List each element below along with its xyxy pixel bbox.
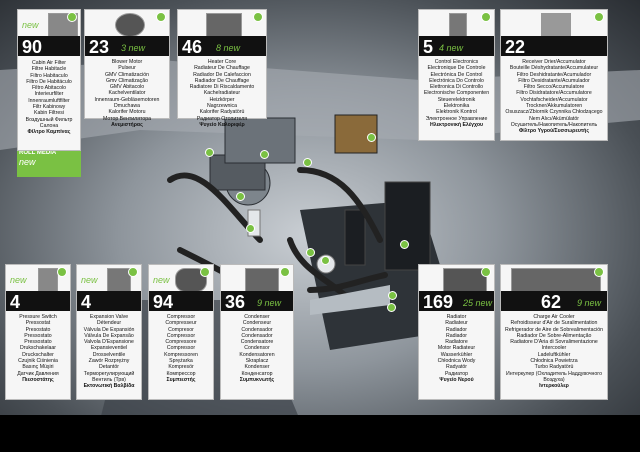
marker-expansion [246, 224, 255, 233]
cabin-filter-count: 90 [22, 37, 43, 57]
marker-cabin-filter [205, 148, 214, 157]
receiver-thumbnail [541, 13, 571, 37]
marker-blower [236, 192, 245, 201]
badge-icon [253, 12, 263, 22]
control-new-count: 4 new [439, 43, 464, 53]
badge-icon [57, 267, 67, 277]
badge-icon [594, 12, 604, 22]
charge-air-thumbnail [511, 268, 601, 292]
condenser-new-count: 9 new [257, 298, 282, 308]
receiver-count: 22 [505, 37, 526, 57]
blower-new-count: 3 new [121, 43, 146, 53]
charge-air-count: 62 [541, 292, 562, 312]
control-count: 5 [423, 37, 434, 57]
badge-icon [156, 12, 166, 22]
pressure-thumbnail [38, 268, 58, 292]
blower-thumbnail [115, 13, 145, 37]
expansion-count: 4 [81, 292, 92, 312]
new-tag: new [10, 275, 27, 285]
radiator-thumbnail [443, 268, 487, 292]
radiator-new-count: 25 new [463, 298, 493, 308]
roll-media-label: ROLL MEDIA [19, 150, 57, 156]
heater-thumbnail [206, 13, 242, 37]
badge-icon [594, 267, 604, 277]
compressor-count: 94 [153, 292, 174, 312]
roll-media-banner [17, 149, 81, 177]
new-tag: new [153, 275, 170, 285]
badge-icon [200, 267, 210, 277]
badge-icon [481, 12, 491, 22]
condenser-count: 36 [225, 292, 246, 312]
pressure-count: 4 [10, 292, 21, 312]
charge-air-new-count: 9 new [577, 298, 602, 308]
new-tag: new [22, 20, 39, 30]
badge-icon [481, 267, 491, 277]
control-thumbnail [449, 13, 467, 37]
marker-heater [260, 150, 269, 159]
heater-new-count: 8 new [216, 43, 241, 53]
condenser-thumbnail [245, 268, 279, 292]
marker-compressor [321, 256, 330, 265]
new-tag: new [81, 275, 98, 285]
roll-media-new: new [19, 157, 36, 167]
radiator-count: 169 [423, 292, 454, 312]
marker-condenser [400, 240, 409, 249]
marker-pressure [306, 248, 315, 257]
marker-charge-air [388, 291, 397, 300]
footer-band [0, 415, 640, 452]
badge-icon [128, 267, 138, 277]
marker-receiver [367, 133, 376, 142]
marker-control [303, 158, 312, 167]
marker-radiator [387, 303, 396, 312]
badge-icon [280, 267, 290, 277]
blower-count: 23 [89, 37, 110, 57]
badge-icon [67, 12, 77, 22]
heater-count: 46 [182, 37, 203, 57]
